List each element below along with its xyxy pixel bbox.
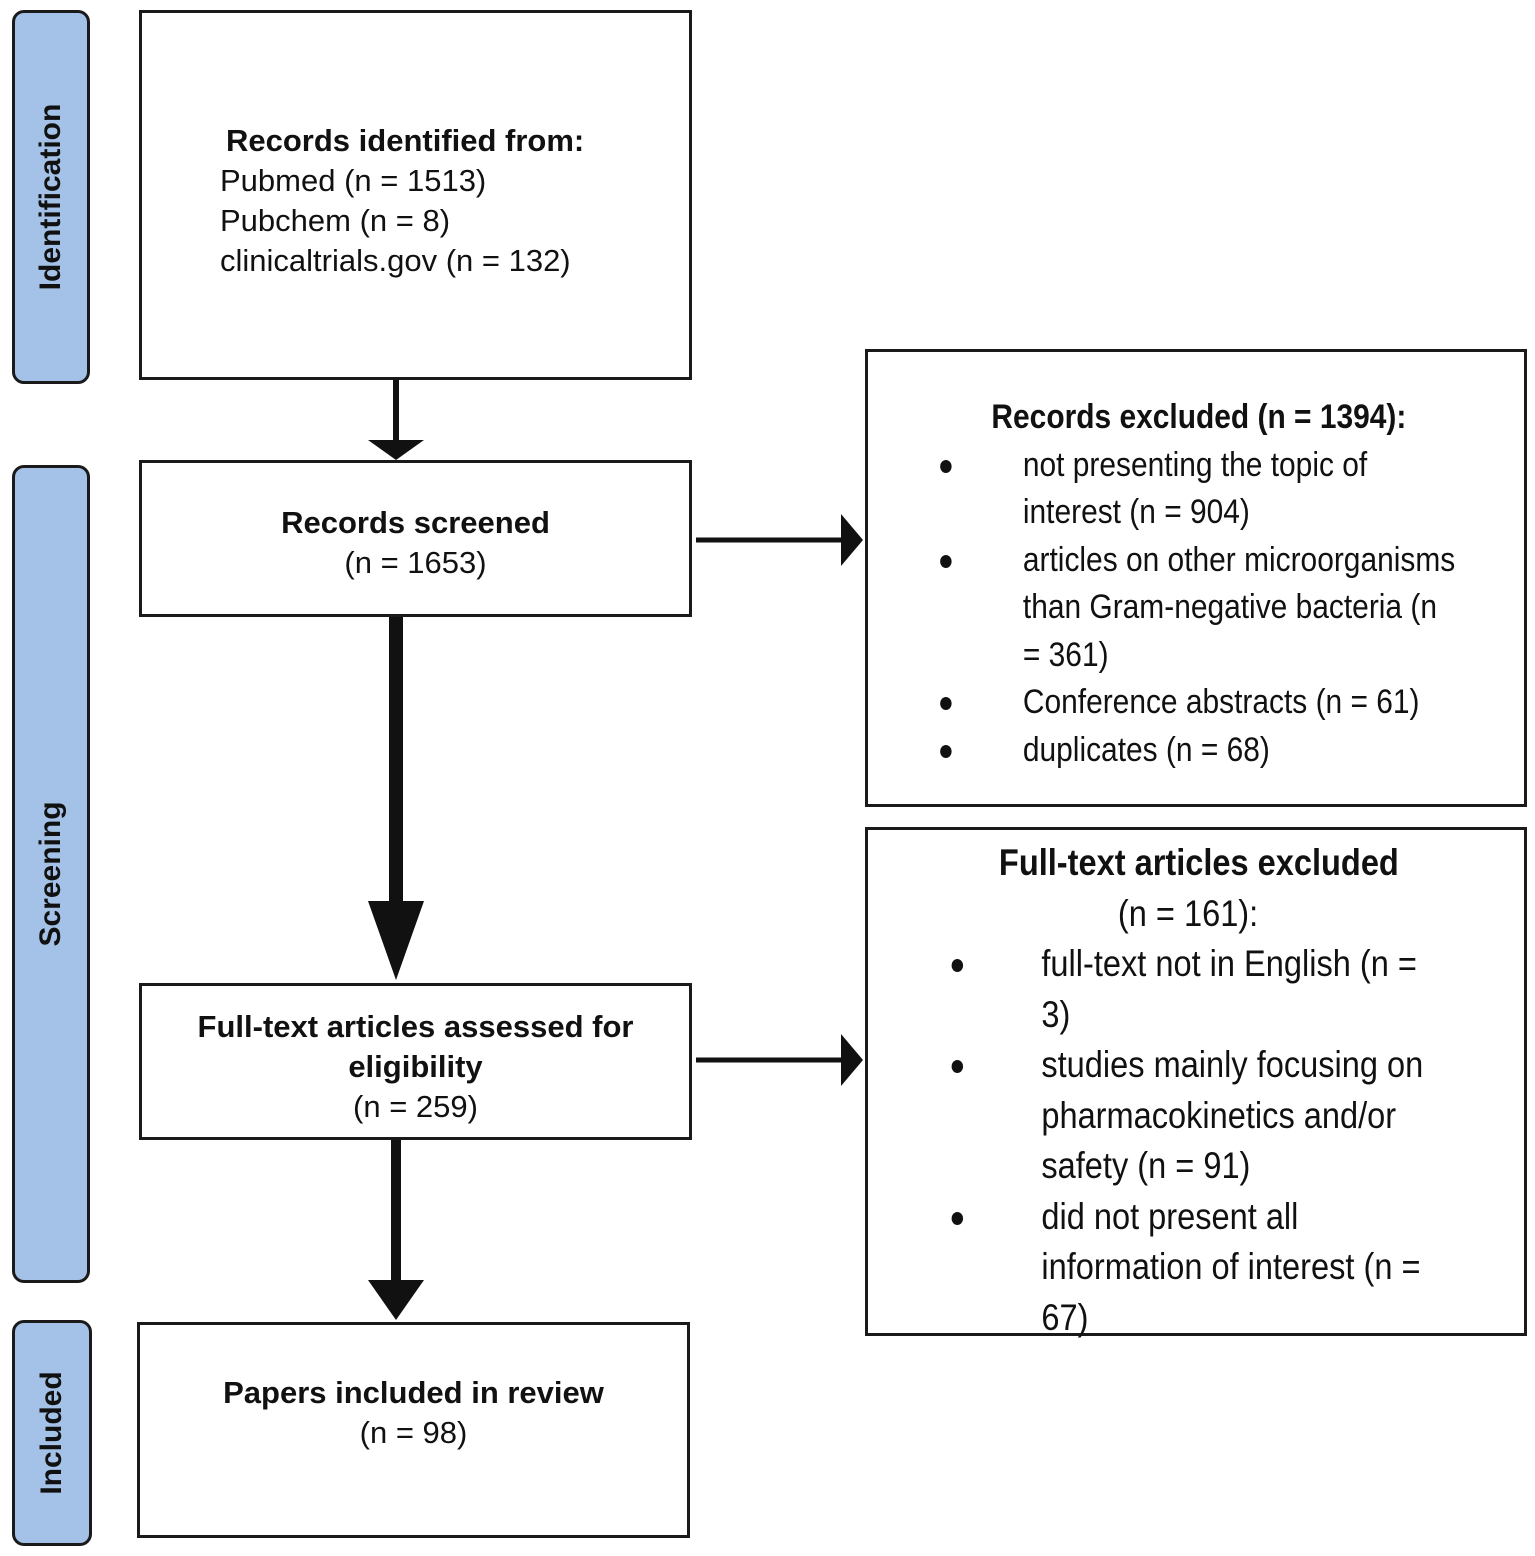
- identified-line-clinicaltrials: clinicaltrials.gov (n = 132): [220, 243, 571, 278]
- bullet-icon: [951, 1060, 964, 1073]
- bullet-icon: [940, 554, 952, 568]
- identified-title: Records identified from:: [226, 123, 585, 158]
- phase-included: Included: [12, 1320, 92, 1546]
- records-excluded-list: not presenting the topic of interest (n …: [940, 442, 1530, 775]
- assessed-title-line2: eligibility: [348, 1049, 483, 1084]
- records-excluded-box: Records excluded (n = 1394): not present…: [865, 349, 1527, 807]
- bullet-icon: [951, 959, 964, 972]
- included-count: (n = 98): [359, 1415, 468, 1450]
- fulltext-excluded-box: Full-text articles excluded (n = 161): f…: [865, 827, 1527, 1338]
- list-item: full-text not in English (n = 3): [951, 939, 1529, 1040]
- list-item: did not present all information of inter…: [951, 1192, 1529, 1344]
- assessed-title-line1: Full-text articles assessed for: [197, 1009, 634, 1044]
- list-item: duplicates (n = 68): [940, 727, 1530, 775]
- identified-box: Records identified from: Pubmed (n = 151…: [139, 10, 692, 380]
- assessed-count: (n = 259): [353, 1089, 478, 1124]
- list-item: not presenting the topic of interest (n …: [940, 442, 1530, 537]
- arrow-head: [368, 1280, 424, 1320]
- bullet-icon: [951, 1211, 964, 1225]
- screened-box: Records screened (n = 1653): [139, 460, 692, 617]
- phase-identification: Identification: [12, 10, 90, 384]
- list-item: articles on other microorganisms than Gr…: [940, 537, 1530, 680]
- arrow-head: [841, 514, 863, 566]
- included-box: Papers included in review (n = 98): [137, 1322, 690, 1538]
- arrow-head: [368, 901, 424, 980]
- records-excluded-title: Records excluded (n = 1394):: [991, 398, 1407, 436]
- identified-line-pubchem: Pubchem (n = 8): [220, 203, 451, 238]
- arrow-head: [368, 440, 424, 460]
- list-item: studies mainly focusing on pharmacokinet…: [951, 1040, 1529, 1192]
- fulltext-excluded-list: full-text not in English (n = 3) studies…: [951, 939, 1529, 1344]
- list-item: Conference abstracts (n = 61): [940, 679, 1530, 727]
- screened-title: Records screened: [281, 505, 550, 540]
- included-title: Papers included in review: [223, 1375, 604, 1410]
- phase-screening: Screening: [12, 465, 90, 1283]
- arrow-head: [841, 1034, 863, 1086]
- assessed-box: Full-text articles assessed for eligibil…: [139, 983, 692, 1140]
- fulltext-excluded-title: Full-text articles excluded: [998, 842, 1399, 883]
- screened-count: (n = 1653): [344, 545, 487, 580]
- bullet-icon: [940, 744, 952, 758]
- identified-line-pubmed: Pubmed (n = 1513): [220, 163, 487, 198]
- bullet-icon: [940, 459, 952, 473]
- bullet-icon: [940, 697, 952, 710]
- fulltext-excluded-count: (n = 161):: [1117, 892, 1259, 934]
